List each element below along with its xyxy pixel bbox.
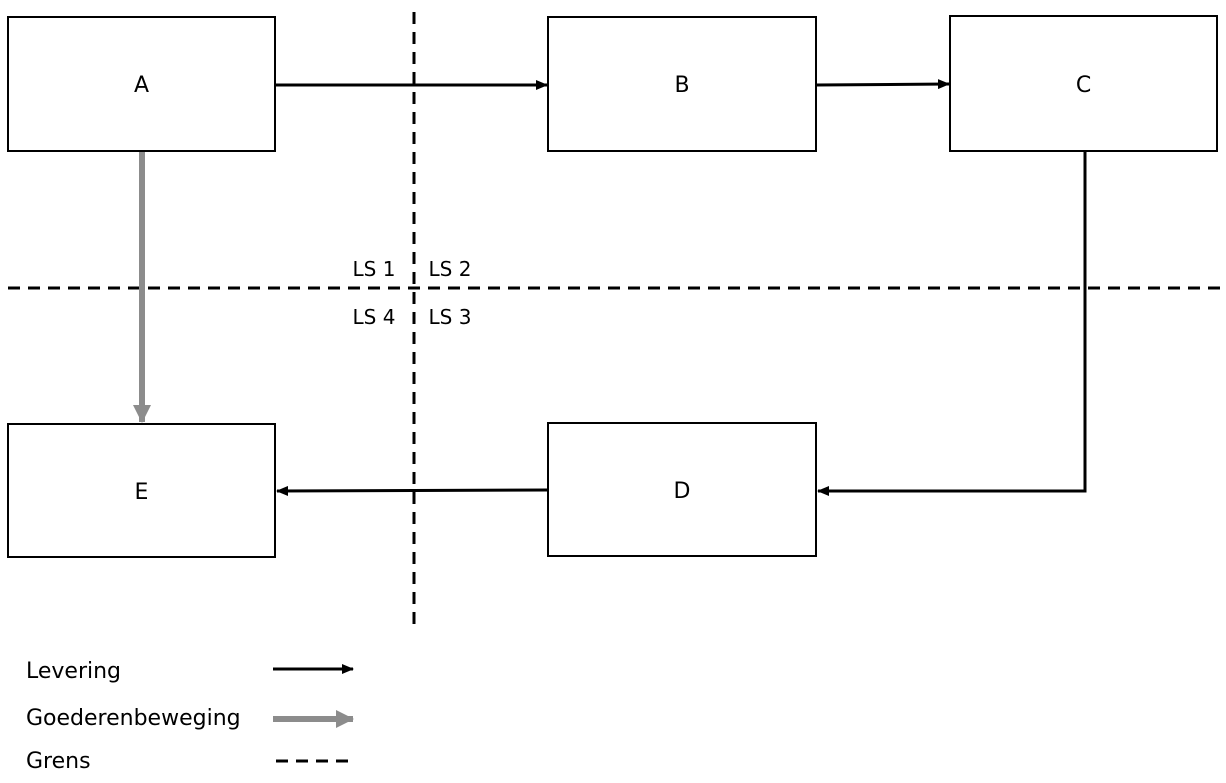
node-e-label: E — [135, 480, 149, 505]
legend-grens-label: Grens — [26, 749, 91, 774]
node-d-label: D — [674, 479, 691, 504]
edge-b-to-c — [815, 79, 950, 90]
legend-goederenbeweging-label: Goederenbeweging — [26, 706, 241, 731]
node-c: C — [949, 15, 1218, 152]
node-b: B — [547, 16, 817, 152]
node-b-label: B — [674, 73, 689, 98]
legend: Levering Goederenbeweging Grens — [26, 659, 356, 774]
node-e: E — [7, 423, 276, 558]
edge-c-to-d — [817, 151, 1087, 496]
region-ls4-label: LS 4 — [353, 305, 396, 329]
edge-d-to-e — [276, 485, 549, 496]
legend-levering-label: Levering — [26, 659, 121, 684]
region-ls3-label: LS 3 — [429, 305, 472, 329]
region-ls1-label: LS 1 — [353, 257, 396, 281]
node-d: D — [547, 422, 817, 557]
node-a: A — [7, 16, 276, 152]
region-ls2-label: LS 2 — [429, 257, 472, 281]
node-a-label: A — [134, 73, 149, 98]
node-c-label: C — [1076, 73, 1091, 98]
